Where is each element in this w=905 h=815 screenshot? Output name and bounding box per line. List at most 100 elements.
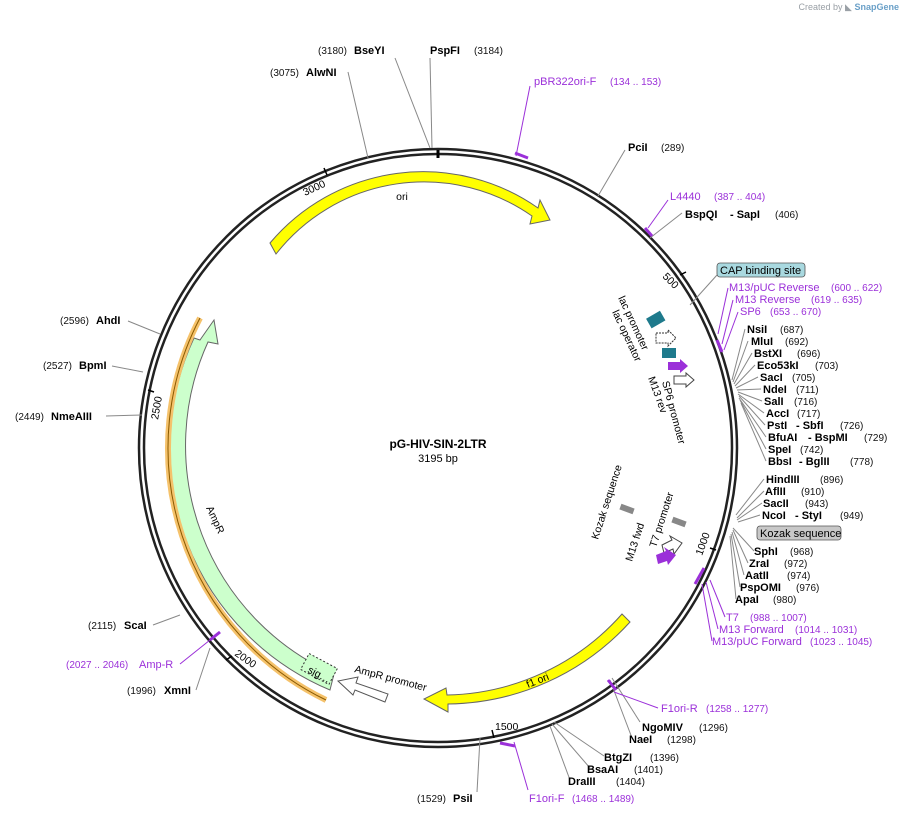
site-pspomi[interactable]: PspOMI(976) bbox=[740, 582, 819, 594]
feature-kozak-region[interactable]: Kozak sequence T7 promoter M13 fwd bbox=[589, 463, 687, 565]
site-saci[interactable]: SacI(705) bbox=[760, 372, 815, 384]
primer-sp6[interactable]: SP6 (653 .. 670) bbox=[740, 306, 821, 318]
bsaai-name: BsaAI bbox=[587, 764, 618, 776]
site-aatii[interactable]: AatII(974) bbox=[745, 570, 810, 582]
primer-m13-forward[interactable]: M13 Forward (1014 .. 1031) bbox=[719, 624, 857, 636]
credit-prefix: Created by bbox=[798, 2, 843, 12]
site-sacii[interactable]: SacII(943) bbox=[763, 498, 828, 510]
bbsi-pos: (778) bbox=[850, 457, 873, 468]
nmeaiii-pos: (2449) bbox=[15, 412, 44, 423]
lac-operator-box[interactable] bbox=[662, 348, 676, 358]
kozak-sequence-box[interactable]: Kozak sequence bbox=[756, 525, 842, 541]
sali-name: SalI bbox=[764, 396, 784, 408]
spei-pos: (742) bbox=[800, 445, 823, 456]
kozak-box-right[interactable] bbox=[671, 516, 687, 528]
ahdi-name: AhdI bbox=[96, 315, 120, 327]
apai-name: ApaI bbox=[735, 594, 759, 606]
site-draiii[interactable]: DraIII(1404) bbox=[568, 776, 645, 788]
site-bsaai[interactable]: BsaAI (1401) bbox=[587, 764, 663, 776]
site-pcii[interactable]: PciI (289) bbox=[628, 142, 684, 154]
bseyi-pos: (3180) bbox=[318, 46, 347, 57]
btgzi-name: BtgZI bbox=[604, 752, 632, 764]
site-apai[interactable]: ApaI (980) bbox=[735, 594, 796, 606]
feature-ori[interactable]: ori bbox=[269, 171, 551, 255]
site-spei[interactable]: SpeI(742) bbox=[768, 444, 823, 456]
site-mlui[interactable]: MluI(692) bbox=[751, 336, 808, 348]
site-bstxi[interactable]: BstXI(696) bbox=[754, 348, 820, 360]
primer-f1ori-f[interactable]: F1ori-F (1468 .. 1489) bbox=[529, 793, 634, 805]
alwni-pos: (3075) bbox=[270, 68, 299, 79]
site-ndei[interactable]: NdeI(711) bbox=[763, 384, 819, 396]
primer-t7[interactable]: T7 (988 .. 1007) bbox=[726, 612, 807, 624]
psti-name: PstI bbox=[767, 420, 787, 432]
sp6-promoter-arrow[interactable] bbox=[673, 371, 695, 389]
site-acci[interactable]: AccI(717) bbox=[766, 408, 820, 420]
site-sphi[interactable]: SphI(968) bbox=[754, 546, 813, 558]
feature-ampr-promoter[interactable]: AmpR promoter bbox=[336, 663, 428, 703]
bspqi-pos: (406) bbox=[775, 210, 798, 221]
site-alwni[interactable]: (3075) AlwNI bbox=[270, 67, 337, 79]
aflii-name: AflII bbox=[765, 486, 786, 498]
btgzi-pos: (1396) bbox=[650, 753, 679, 764]
m13rev-arrow[interactable] bbox=[668, 359, 688, 373]
sig-peptide[interactable] bbox=[299, 652, 339, 686]
primer-l4440[interactable]: L4440 (387 .. 404) bbox=[670, 191, 765, 203]
kozak-box-left[interactable] bbox=[619, 503, 635, 515]
site-nmeaiii[interactable]: (2449)NmeAIII bbox=[15, 411, 92, 423]
eco53ki-name: Eco53kI bbox=[757, 360, 799, 372]
primer-f1ori-r[interactable]: F1ori-R (1258 .. 1277) bbox=[661, 703, 768, 715]
site-btgzi[interactable]: BtgZI (1396) bbox=[604, 752, 679, 764]
ahdi-pos: (2596) bbox=[60, 316, 89, 327]
site-scai[interactable]: (2115)ScaI bbox=[88, 620, 147, 632]
bstxi-name: BstXI bbox=[754, 348, 782, 360]
snapgene-logo-icon: ◣ bbox=[845, 2, 852, 12]
pspomi-name: PspOMI bbox=[740, 582, 781, 594]
l4440-name: L4440 bbox=[670, 191, 701, 203]
site-zrai[interactable]: ZraI(972) bbox=[749, 558, 807, 570]
primer-m13puc-forward[interactable]: M13/pUC Forward (1023 .. 1045) bbox=[712, 636, 872, 648]
aflii-pos: (910) bbox=[801, 487, 824, 498]
site-pspfi[interactable]: PspFI (3184) bbox=[430, 45, 503, 57]
site-aflii[interactable]: AflII (910) bbox=[765, 486, 824, 498]
site-psii[interactable]: (1529)PsiI bbox=[417, 793, 473, 805]
feature-lac-region[interactable]: lac promoter lac operator M13 rev SP6 pr… bbox=[609, 294, 695, 446]
lac-operator-arrow[interactable] bbox=[655, 328, 677, 348]
naei-name: NaeI bbox=[629, 734, 652, 746]
site-ahdi[interactable]: (2596) AhdI bbox=[60, 315, 120, 327]
lac-promoter-box[interactable] bbox=[646, 310, 666, 329]
site-bfuai[interactable]: BfuAI- BspMI(729) bbox=[768, 432, 887, 444]
site-xmni[interactable]: (1996)XmnI bbox=[127, 685, 191, 697]
site-hindiii[interactable]: HindIII(896) bbox=[766, 474, 843, 486]
saci-name: SacI bbox=[760, 372, 783, 384]
primer-amp-r[interactable]: (2027 .. 2046) Amp-R bbox=[66, 659, 173, 671]
site-psti[interactable]: PstI- SbfI(726) bbox=[767, 420, 863, 432]
apai-pos: (980) bbox=[773, 595, 796, 606]
hindiii-name: HindIII bbox=[766, 474, 800, 486]
site-ncoi[interactable]: NcoI- StyI(949) bbox=[762, 510, 863, 522]
site-ngomiv[interactable]: NgoMIV(1296) bbox=[642, 722, 728, 734]
f1ori-label: f1 ori bbox=[525, 671, 551, 691]
site-bseyi[interactable]: (3180) BseYI bbox=[318, 45, 385, 57]
zrai-pos: (972) bbox=[784, 559, 807, 570]
primer-m13-reverse[interactable]: M13 Reverse (619 .. 635) bbox=[735, 294, 862, 306]
mlui-pos: (692) bbox=[785, 337, 808, 348]
site-sali[interactable]: SalI(716) bbox=[764, 396, 817, 408]
site-bpmi[interactable]: (2527)BpmI bbox=[43, 360, 107, 372]
primer-pbr322ori-f[interactable]: pBR322ori-F (134 .. 153) bbox=[534, 76, 661, 88]
ori-label: ori bbox=[396, 191, 408, 203]
m13-fwd-pos: (1014 .. 1031) bbox=[795, 625, 857, 636]
m13puc-fwd-name: M13/pUC Forward bbox=[712, 636, 802, 648]
bglii-name: - BglII bbox=[799, 456, 830, 468]
site-bspqi[interactable]: BspQI - SapI (406) bbox=[685, 209, 798, 221]
cap-binding-site[interactable]: CAP binding site bbox=[689, 262, 806, 306]
site-bbsi[interactable]: BbsI- BglII(778) bbox=[768, 456, 873, 468]
m13fwd-arrow[interactable] bbox=[656, 547, 676, 565]
site-naei[interactable]: NaeI(1298) bbox=[629, 734, 696, 746]
bsaai-pos: (1401) bbox=[634, 765, 663, 776]
t7-promoter-arrow[interactable] bbox=[661, 534, 683, 556]
primer-m13puc-reverse[interactable]: M13/pUC Reverse (600 .. 622) bbox=[729, 282, 882, 294]
site-nsii[interactable]: NsiI(687) bbox=[747, 324, 803, 336]
sphi-pos: (968) bbox=[790, 547, 813, 558]
feature-f1-ori[interactable]: f1 ori bbox=[422, 613, 631, 713]
site-eco53ki[interactable]: Eco53kI(703) bbox=[757, 360, 838, 372]
